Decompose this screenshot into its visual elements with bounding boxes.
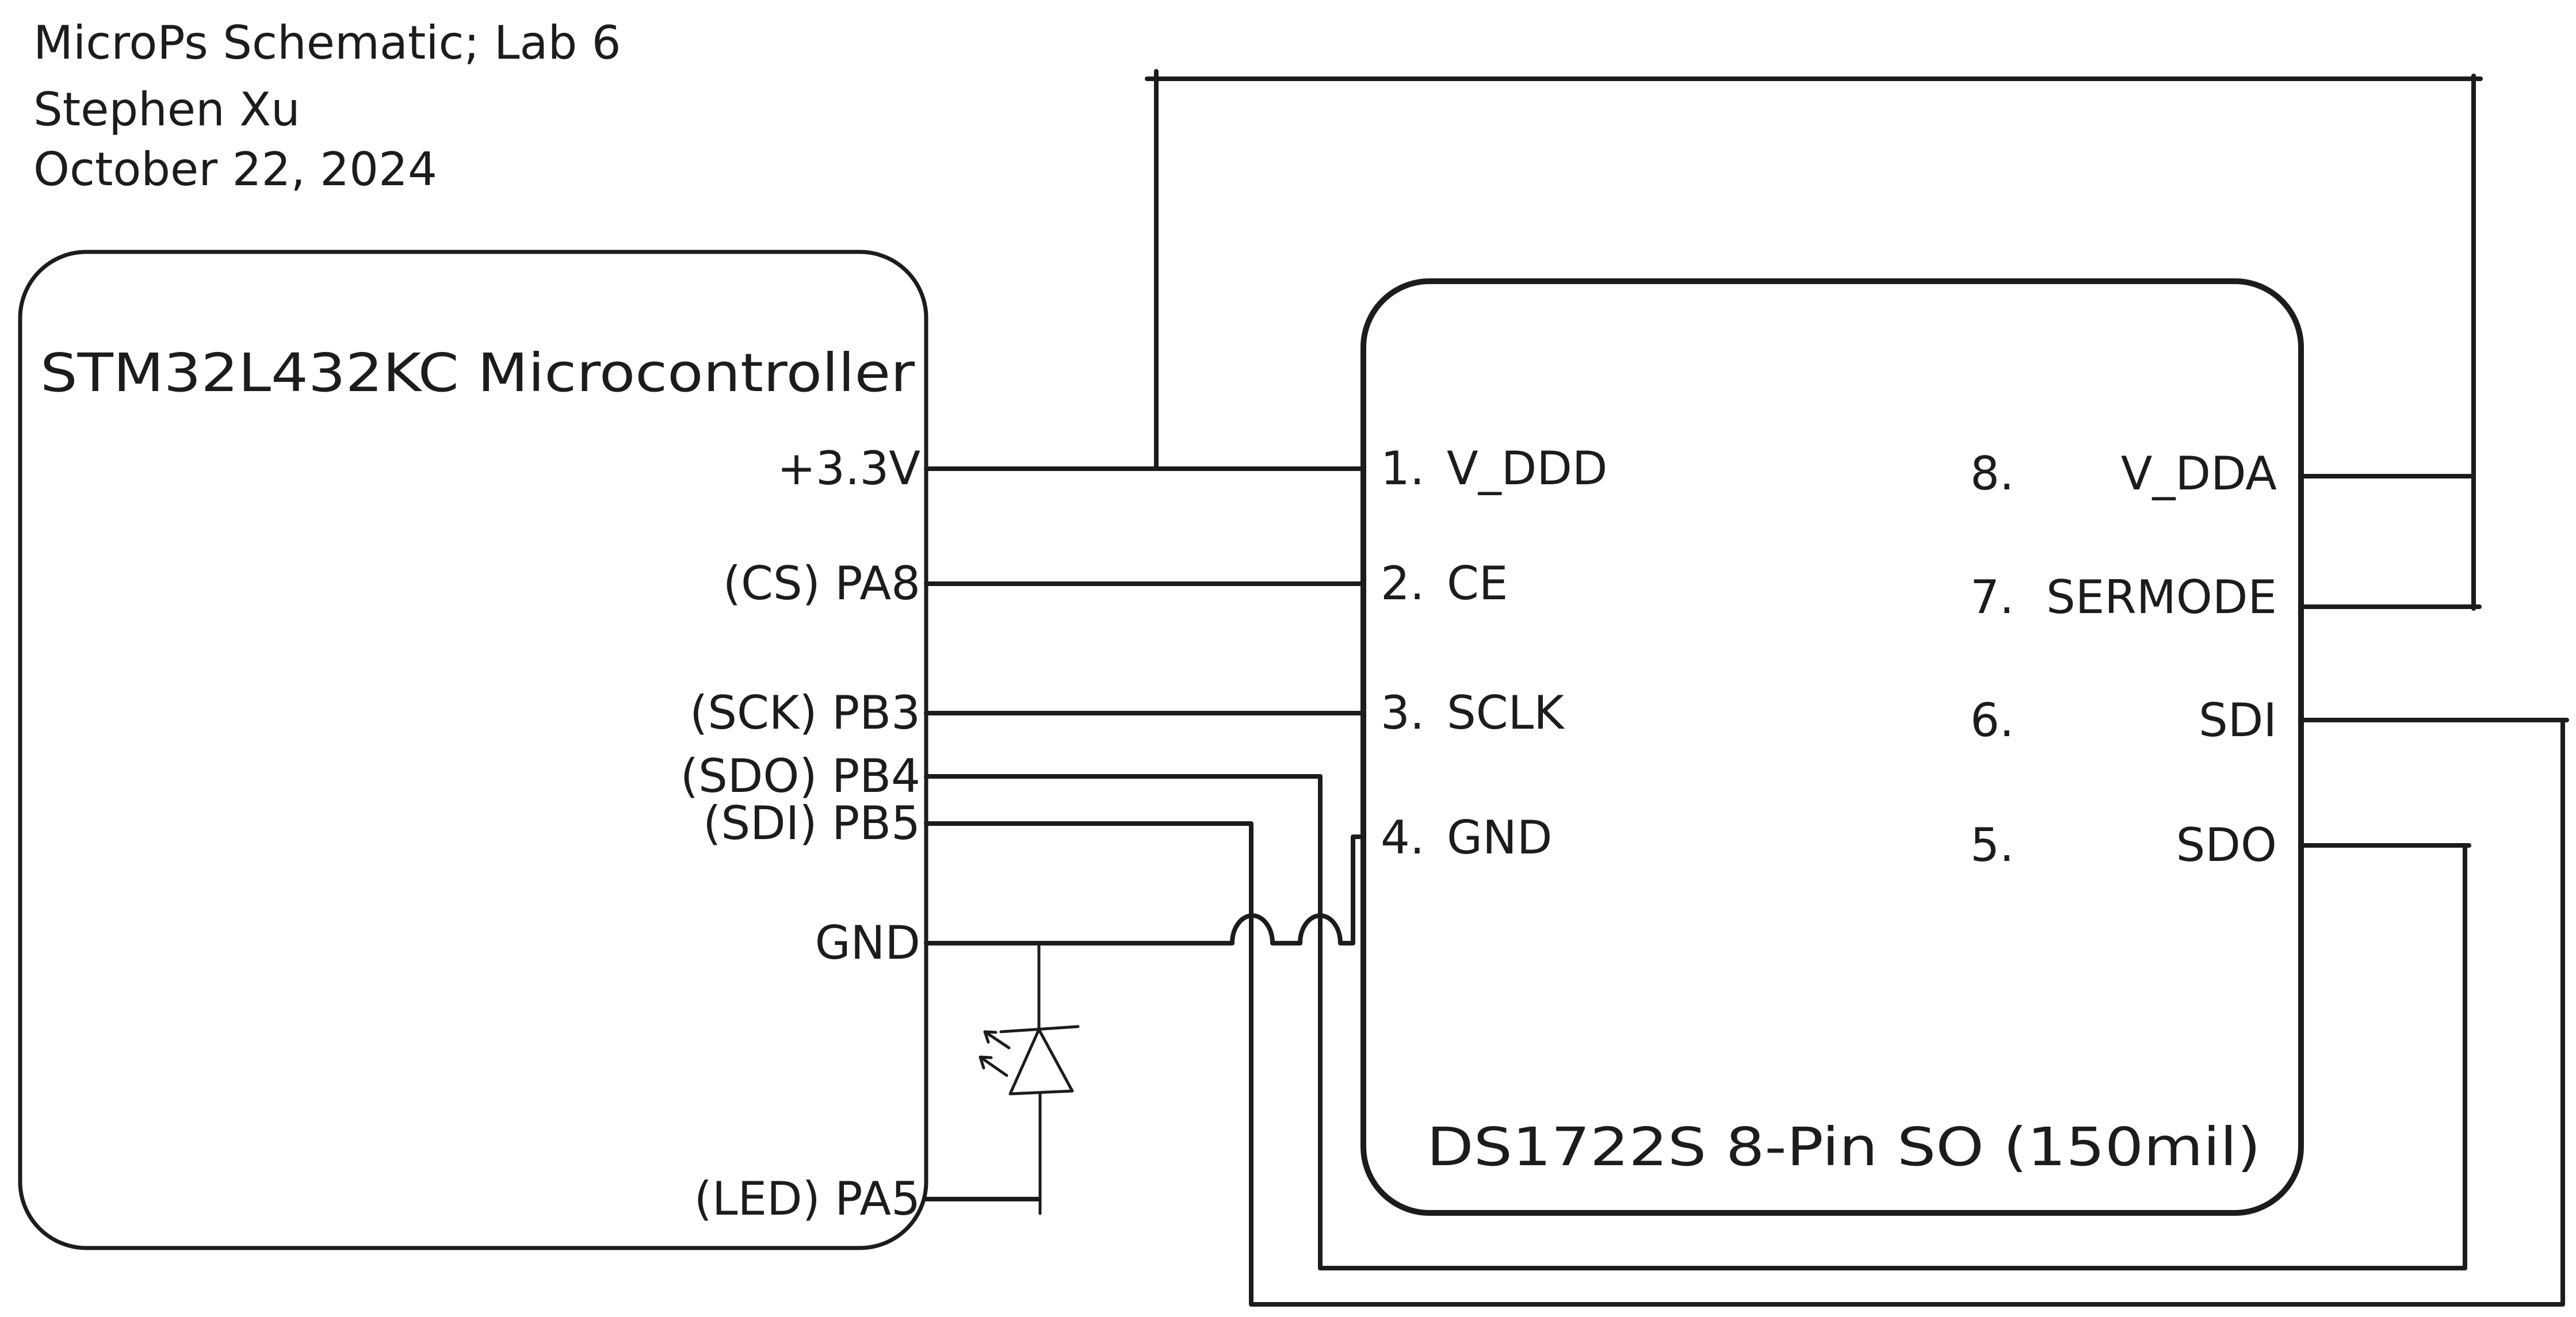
stm32-pin-gnd: GND (815, 916, 920, 970)
ds1722-pin3-num: 3. (1381, 686, 1424, 740)
led-arrow-bottom (979, 1055, 1008, 1077)
ds1722-pin6-num: 6. (1970, 694, 2014, 747)
led-arrow-top (983, 1030, 1011, 1050)
wire-sdi-net (924, 718, 2569, 1307)
led-triangle (1008, 1028, 1074, 1096)
ds1722-pin8-name: V_DDA (2121, 447, 2277, 500)
ds1722-pin2-name: CE (1447, 557, 1508, 610)
stm32-title: STM32L432KC Microcontroller (40, 342, 915, 404)
led-emission-arrows-icon (979, 1030, 1011, 1077)
wire-vdd-top-run (1145, 69, 2483, 471)
ds1722-pin1-name: V_DDD (1447, 442, 1608, 495)
stm32-pin-pb4: (SDO) PB4 (681, 749, 920, 803)
ds1722-box (1360, 278, 2304, 1216)
stm32-pin-3v3: +3.3V (777, 442, 920, 495)
ds1722-pin1-num: 1. (1381, 442, 1424, 495)
schematic-title: MicroPs Schematic; Lab 6 (33, 16, 621, 70)
stm32-box (18, 250, 928, 1250)
ds1722-pin6-name: SDI (2199, 694, 2277, 747)
ds1722-pin2-num: 2. (1381, 557, 1424, 610)
wires (924, 69, 2569, 1307)
stm32-pin-pb5: (SDI) PB5 (703, 797, 920, 850)
ds1722-pin4-name: GND (1447, 811, 1552, 864)
ds1722-pin5-num: 5. (1970, 818, 2014, 872)
ds1722-title: DS1722S 8-Pin SO (150mil) (1427, 1116, 2261, 1178)
stm32-pin-pa5: (LED) PA5 (694, 1172, 920, 1226)
stm32-pin-pb3: (SCK) PB3 (690, 686, 920, 740)
title-block: MicroPs Schematic; Lab 6 Stephen Xu Octo… (33, 16, 621, 196)
ds1722-pin8-num: 8. (1970, 447, 2014, 500)
ds1722-pin7-name: SERMODE (2046, 571, 2277, 624)
stm32-pin-pa8: (CS) PA8 (723, 557, 920, 610)
wire-sdo-net (924, 774, 2471, 1270)
stm32-component: STM32L432KC Microcontroller +3.3V (CS) P… (18, 250, 928, 1250)
schematic-author: Stephen Xu (33, 83, 300, 136)
ds1722-pin5-name: SDO (2176, 818, 2277, 872)
wire-gnd-net (924, 834, 1366, 945)
schematic-date: October 22, 2024 (33, 143, 437, 196)
ds1722-pin3-name: SCLK (1447, 686, 1565, 740)
ds1722-component: DS1722S 8-Pin SO (150mil) 1. V_DDD 2. CE… (1360, 278, 2304, 1216)
led-symbol (979, 941, 1080, 1215)
ds1722-pin4-num: 4. (1381, 811, 1424, 864)
ds1722-pin7-num: 7. (1970, 571, 2014, 624)
